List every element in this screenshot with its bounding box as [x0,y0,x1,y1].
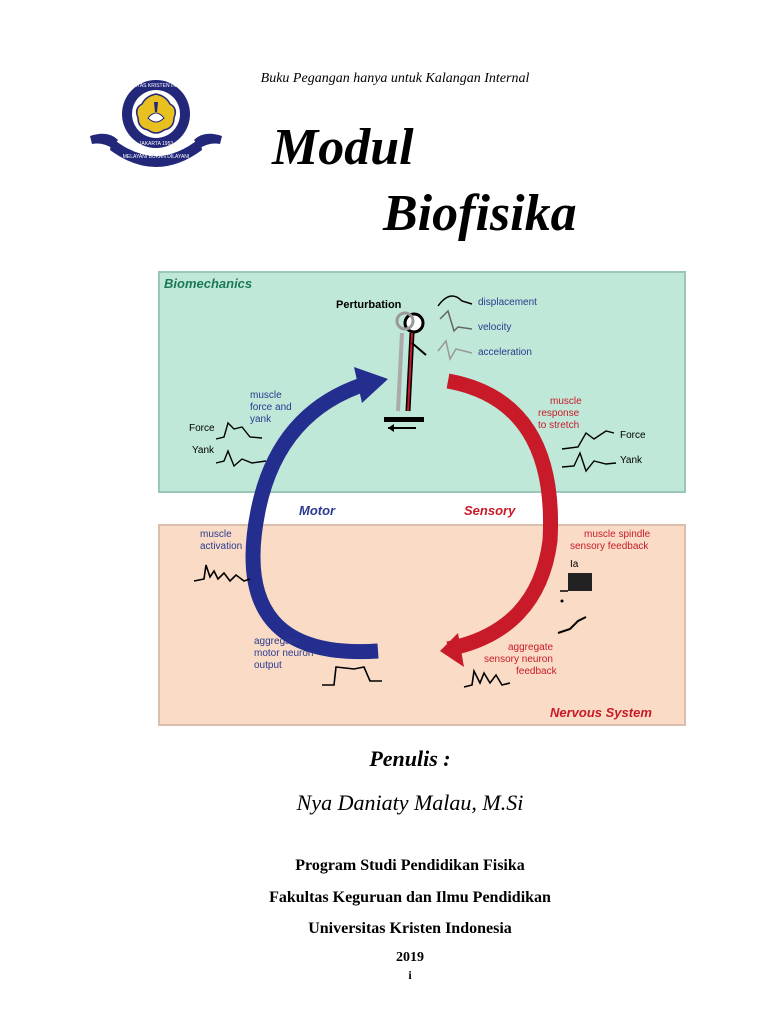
aggregate-sensory-2: sensory neuron [484,654,553,665]
muscle-force-label-3: yank [250,414,272,425]
biomechanics-panel [158,271,686,493]
muscle-activation-2: activation [200,541,242,552]
author-name: Nya Daniaty Malau, M.Si [296,790,524,815]
nervous-system-panel [158,524,686,726]
yank-left-label: Yank [192,445,215,456]
sensory-arrow [446,373,559,657]
muscle-activation-1: muscle [200,529,232,540]
force-left-label: Force [189,423,215,434]
svg-text:UNIVERSITAS KRISTEN INDONESIA: UNIVERSITAS KRISTEN INDONESIA [114,83,200,89]
tagline: Buku Pegangan hanya untuk Kalangan Inter… [260,71,530,86]
sensory-label: Sensory [464,503,516,518]
aggregate-motor-1: aggregate [254,636,299,647]
page-number: i [408,968,412,982]
nervous-system-label: Nervous System [550,705,652,720]
yank-right-label: Yank [620,455,643,466]
muscle-response-2: response [538,408,580,419]
perturbation-label: Perturbation [336,299,402,311]
acceleration-label: acceleration [478,347,532,358]
platform [384,417,424,422]
svg-text:MELAYANI BUKAN DILAYANI: MELAYANI BUKAN DILAYANI [123,154,190,160]
aggregate-sensory-3: feedback [516,666,558,677]
spindle-label-2: sensory feedback [570,541,649,552]
muscle-force-label-2: force and [250,402,292,413]
publication-year: 2019 [396,950,424,965]
title-line-2: Biofisika [383,185,577,242]
spindle-label-1: muscle spindle [584,529,651,540]
university-name: Universitas Kristen Indonesia [308,920,512,937]
biomechanics-label: Biomechanics [164,276,252,291]
aggregate-motor-2: motor neuron [254,648,313,659]
force-right-label: Force [620,430,646,441]
author-heading: Penulis : [369,746,451,771]
university-logo: UNIVERSITAS KRISTEN INDONESIA JAKARTA 19… [88,78,224,174]
faculty: Fakultas Keguruan dan Ilmu Pendidikan [269,889,551,906]
displacement-label: displacement [478,297,537,308]
motor-arrow [245,375,379,660]
velocity-label: velocity [478,322,511,333]
title-line-1: Modul [272,119,414,176]
biomechanics-figure: Biomechanics Nervous System Perturbation… [158,271,686,727]
aggregate-sensory-1: aggregate [508,642,553,653]
ia-label: Ia [570,559,579,570]
aggregate-motor-3: output [254,660,282,671]
motor-label: Motor [299,503,336,518]
svg-text:JAKARTA 1953: JAKARTA 1953 [139,141,173,147]
study-program: Program Studi Pendidikan Fisika [295,857,525,874]
muscle-force-label-1: muscle [250,390,282,401]
muscle-response-3: to stretch [538,420,579,431]
muscle-response-1: muscle [550,396,582,407]
